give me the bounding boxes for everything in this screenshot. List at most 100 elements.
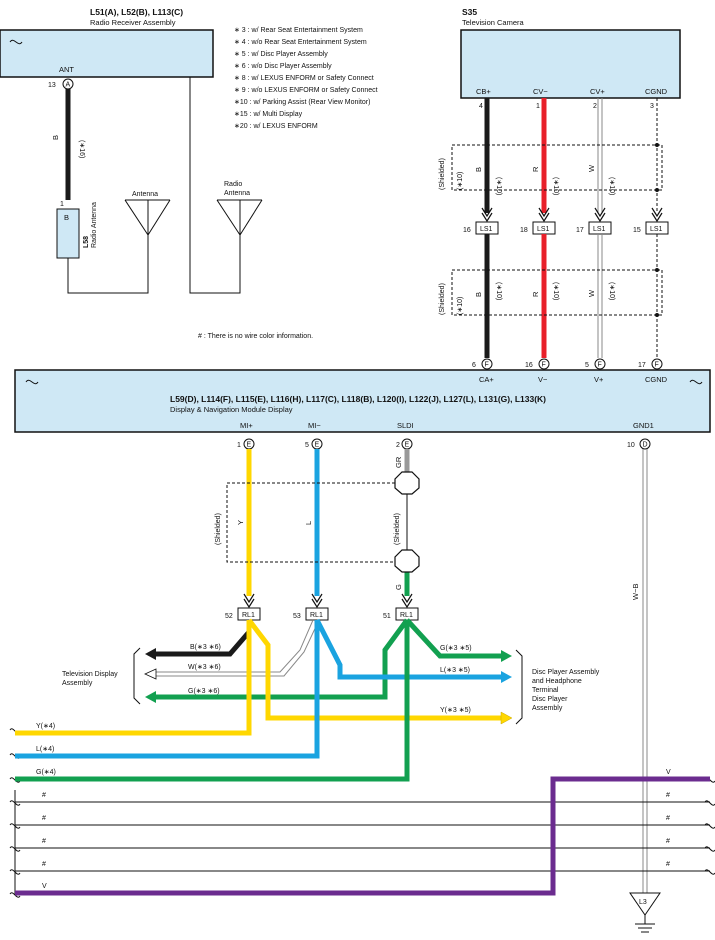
disc-player-label: Terminal: [532, 687, 559, 694]
camera-pin-label: CV−: [533, 87, 548, 96]
ls1-pin-no: 16: [463, 227, 471, 234]
camera-name: Television Camera: [462, 18, 525, 27]
sldi-wire-color-top: GR: [394, 456, 403, 468]
display-bottom-pin-letter: E: [315, 442, 320, 449]
shield-note: (∗10): [457, 172, 464, 190]
disc-player-label: and Headphone: [532, 678, 582, 685]
radio-antenna-icon: [216, 199, 263, 236]
shield-note: (∗10): [457, 297, 464, 315]
arrow-right: [500, 711, 513, 725]
camera-wire-color: W: [587, 164, 596, 172]
bus-label: #: [666, 792, 670, 799]
radio-antenna-letter: B: [64, 213, 69, 222]
display-top-pin-circle: [651, 358, 663, 370]
antenna-wire: [67, 235, 149, 294]
display-top-pin-circle: [481, 358, 493, 370]
camera-pin-no: 2: [593, 103, 597, 110]
radio-receiver-box: [0, 29, 214, 78]
shielded-label: (Shielded): [439, 283, 446, 315]
camera-pin-no: 1: [536, 103, 540, 110]
radio-antenna-label-2: Antenna: [224, 190, 250, 197]
note-line: ∗ 9 : w/o LEXUS ENFORM or Safety Connect: [234, 87, 378, 94]
display-bottom-pin-no: 10: [627, 442, 635, 449]
radio-wire-note: (∗16): [78, 140, 85, 158]
rl1-pin-no: 51: [383, 613, 391, 620]
arrow-right: [501, 650, 512, 662]
mi-plus-wire-color: Y: [236, 520, 245, 525]
disc-player-label: Disc Player: [532, 696, 568, 703]
radio-antenna-code: L58: [83, 236, 90, 248]
shield-junction: [655, 143, 659, 147]
shielded-label: (Shielded): [215, 513, 222, 545]
display-bottom-pin-label: MI+: [240, 421, 253, 430]
display-bottom-pin-letter: E: [247, 442, 252, 449]
svg-text:LS1: LS1: [650, 226, 663, 233]
display-break-mark: [689, 379, 703, 385]
radio-name: Radio Receiver Assembly: [90, 18, 176, 27]
radio-antenna-name: Radio Antenna: [91, 202, 98, 248]
radio-pin-letter: A: [66, 82, 71, 89]
wire-branch-blue-right: [314, 618, 505, 680]
bus-lines: [14, 790, 710, 895]
svg-text:LS1: LS1: [593, 226, 606, 233]
camera-wire-note: (∗10): [495, 282, 502, 300]
note-line: ∗ 4 : w/o Rear Seat Entertainment System: [234, 39, 367, 46]
camera-pin-label: CGND: [645, 87, 668, 96]
display-break-mark: [25, 379, 39, 385]
display-bottom-pin-no: 2: [396, 442, 400, 449]
disc-player-bracket: [515, 649, 523, 725]
note-line: ∗ 6 : w/o Disc Player Assembly: [234, 63, 332, 70]
branch-label: L(∗3 ∗5): [440, 667, 470, 674]
radio-antenna-label-1: Radio: [224, 181, 242, 188]
display-bottom-pin-letter: D: [643, 442, 648, 449]
camera-wire-color: W: [587, 289, 596, 297]
camera-pin-no: 4: [479, 103, 483, 110]
ls1-connector-15: LS1: [645, 207, 669, 235]
wire-branch-white-a: [150, 619, 314, 673]
wire-branch-yellow-right: [247, 618, 505, 721]
camera-wire-note: (∗10): [552, 177, 559, 195]
camera-wire-note: (∗10): [608, 177, 615, 195]
branch-label: Y(∗3 ∗5): [440, 707, 471, 714]
shield-junction: [655, 313, 659, 317]
display-top-pin-no: 17: [638, 362, 646, 369]
gnd-wire-color: W−B: [631, 584, 640, 600]
svg-text:RL1: RL1: [400, 612, 413, 619]
shield-box-lower: [451, 269, 663, 316]
shield-ground-junction: [394, 549, 420, 573]
bus-label: #: [42, 861, 46, 868]
wire-bus-yellow: [15, 620, 252, 736]
ls1-pin-no: 15: [633, 227, 641, 234]
display-top-pin-circle: [538, 358, 550, 370]
display-header: L59(D), L114(F), L115(E), L116(H), L117(…: [170, 394, 546, 404]
camera-pin-no: 3: [650, 103, 654, 110]
wire-branch-white-b: [150, 619, 320, 677]
disc-player-label: Disc Player Assembly: [532, 669, 600, 676]
camera-wire-color: B: [474, 167, 483, 172]
camera-code: S35: [462, 7, 477, 17]
arrow-right: [501, 671, 512, 683]
radio-wire-color: B: [51, 135, 60, 140]
wire-v-violet: [15, 776, 710, 896]
ground-icon: [629, 892, 661, 933]
antenna-label: Antenna: [132, 191, 158, 198]
rl1-connector-52: RL1: [237, 593, 261, 621]
shield-box-upper: [451, 144, 663, 191]
notes-legend: ∗ 3 : w/ Rear Seat Entertainment System …: [234, 27, 378, 130]
ls1-connector-17: LS1: [588, 207, 612, 235]
radio-pin-label: ANT: [59, 65, 74, 74]
display-top-pin-label: V−: [538, 375, 548, 384]
bus-label: #: [666, 838, 670, 845]
rl1-connector-51: RL1: [395, 593, 419, 621]
radio-antenna-wire: [189, 77, 241, 294]
display-bottom-pin-label: GND1: [633, 421, 654, 430]
shield-junction: [655, 188, 659, 192]
tv-display-label: Assembly: [62, 680, 93, 687]
bus-label: L(∗4): [36, 746, 54, 753]
camera-wire-color: B: [474, 292, 483, 297]
svg-text:LS1: LS1: [537, 226, 550, 233]
rl1-pin-no: 52: [225, 613, 233, 620]
display-bottom-pin-no: 1: [237, 442, 241, 449]
bus-label: #: [42, 838, 46, 845]
